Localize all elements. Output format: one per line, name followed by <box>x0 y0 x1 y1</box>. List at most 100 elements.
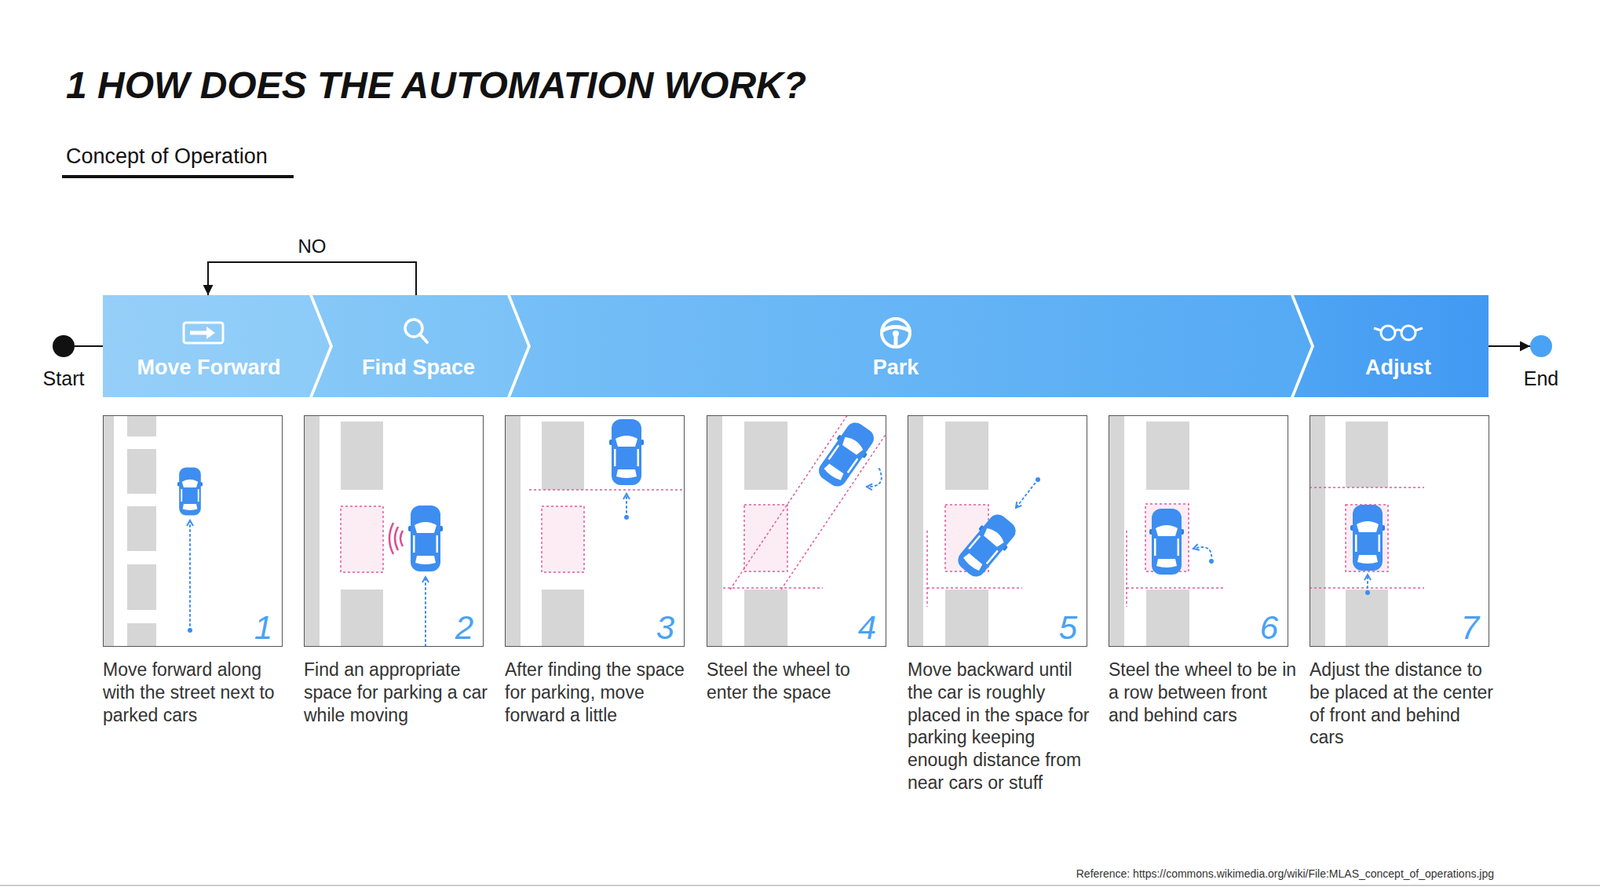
curb <box>908 415 924 647</box>
car <box>813 417 880 492</box>
step-caption: Adjust the distance to be placed at the … <box>1309 658 1498 749</box>
car <box>609 419 644 486</box>
car <box>177 467 203 516</box>
panel-illustration <box>304 415 443 647</box>
glasses-icon <box>1373 325 1423 340</box>
parked-car <box>1146 421 1190 490</box>
parked-car <box>744 421 788 490</box>
parked-car <box>1345 421 1389 488</box>
motion-path <box>1366 574 1369 593</box>
chevron-shape <box>102 295 330 398</box>
motion-start <box>1035 477 1041 483</box>
step-caption: Find an appropriate space for parking a … <box>303 658 493 727</box>
step-caption: Steel the wheel to be in a row between f… <box>1108 658 1297 727</box>
glasses-temple <box>1415 328 1423 331</box>
motion-path <box>424 577 427 647</box>
step-number: 5 <box>1059 611 1078 645</box>
wheel-spoke <box>894 336 899 347</box>
parked-car <box>340 589 384 647</box>
sensor-wave <box>394 526 399 551</box>
arrow-icon <box>189 331 209 336</box>
end-point: End <box>1530 335 1553 358</box>
motion-path <box>189 520 191 631</box>
parking-space <box>340 506 384 573</box>
steer-arrow <box>866 468 882 487</box>
panel-illustration <box>1109 415 1224 647</box>
parked-car <box>127 623 157 647</box>
process-chevron: Park <box>510 295 1312 398</box>
process-chevron: Find Space <box>312 295 528 398</box>
chevron-shape <box>510 295 1312 398</box>
reference-caption: Reference: https://commons.wikimedia.org… <box>1076 867 1495 881</box>
step-caption: Move forward along with the street next … <box>102 658 292 727</box>
curb <box>1310 415 1326 647</box>
glasses-lens <box>1401 325 1416 340</box>
chevron-fill <box>102 295 330 398</box>
motion-path <box>625 493 628 518</box>
motion-start <box>187 628 193 633</box>
parked-car <box>541 589 585 647</box>
parked-car <box>945 589 989 647</box>
car-group <box>952 509 1022 583</box>
parked-car <box>541 421 585 490</box>
step-number: 6 <box>1260 611 1279 645</box>
parked-car <box>127 415 157 437</box>
parked-car <box>945 421 989 490</box>
wheel-spoke <box>882 327 910 332</box>
parked-car <box>340 421 384 490</box>
guide-line <box>781 415 887 590</box>
guide-line <box>1309 486 1425 489</box>
sign-icon <box>183 322 223 344</box>
phase-label: Find Space <box>361 354 475 380</box>
guide-line <box>927 587 1023 589</box>
step-caption: After finding the space for parking, mov… <box>504 658 694 727</box>
curb <box>707 415 723 647</box>
guide-line <box>926 530 928 607</box>
step-panel: 7Adjust the distance to be placed at the… <box>1309 415 1490 647</box>
wheel-icon <box>881 318 910 348</box>
step-number: 4 <box>858 611 877 645</box>
chevron-shape <box>312 295 528 398</box>
guide-lines <box>730 415 887 590</box>
step-caption: Move backward until the car is roughly p… <box>907 658 1096 795</box>
sensor-wave <box>389 522 394 555</box>
terminal-dot <box>1530 335 1553 358</box>
step-panel: 4Steel the wheel to enter the space <box>706 415 887 647</box>
handle-icon <box>420 334 428 343</box>
process-chevron: Adjust <box>1293 295 1489 398</box>
connector <box>1488 345 1531 348</box>
car <box>1149 508 1184 575</box>
motion-start <box>1209 558 1214 564</box>
phase-label: Park <box>873 354 920 380</box>
guide-line <box>723 587 823 589</box>
terminal-shape <box>52 335 75 358</box>
parked-car <box>127 449 157 494</box>
parked-car <box>127 506 157 552</box>
heading-underline <box>62 175 294 179</box>
edge-label: NO <box>295 235 330 258</box>
terminal-label: End <box>1523 366 1559 391</box>
motion-path <box>1015 479 1038 508</box>
process-chevron: Move Forward <box>102 295 330 398</box>
car <box>408 505 443 572</box>
chevron-fill <box>1293 295 1489 398</box>
step-panel: 2Find an appropriate space for parking a… <box>303 415 484 647</box>
step-number: 1 <box>254 611 273 645</box>
guide-line <box>1126 587 1224 589</box>
section-heading: Concept of Operation <box>65 143 268 169</box>
glasses-temple <box>1373 328 1381 331</box>
start-point: Start <box>52 335 75 358</box>
step-number: 7 <box>1461 611 1480 645</box>
phase-label: Move Forward <box>136 354 281 380</box>
move-icon <box>183 322 223 344</box>
motion-start <box>1365 590 1370 596</box>
panel-illustration <box>908 415 1041 647</box>
step-panel: 1Move forward along with the street next… <box>102 415 283 647</box>
panel-illustration <box>103 415 203 647</box>
wheel-hub <box>892 330 899 337</box>
guide-line <box>730 415 856 590</box>
